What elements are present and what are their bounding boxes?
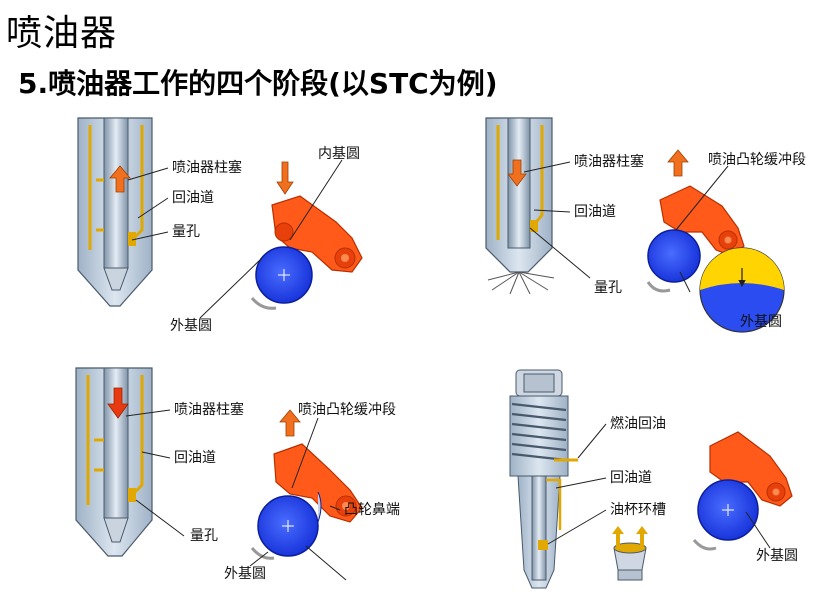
- label-return-3: 回油道: [174, 450, 216, 466]
- rotation-arrow-icon: [692, 539, 717, 551]
- oil-cup: [612, 526, 648, 581]
- label-outer-circle-3: 外基圆: [224, 565, 266, 582]
- label-outer-circle-2: 外基圆: [740, 313, 782, 330]
- cam-follower-3: [273, 443, 363, 523]
- rotation-arrow-icon: [646, 281, 671, 293]
- panel-2: 喷油器柱塞 回油道 喷油凸轮缓冲段 量孔 外基圆: [485, 117, 806, 333]
- label-return-2: 回油道: [574, 204, 616, 220]
- label-plunger-2: 喷油器柱塞: [574, 153, 644, 170]
- label-buffer-2: 喷油凸轮缓冲段: [708, 152, 806, 168]
- panel-3: 喷油器柱塞 回油道 量孔 喷油凸轮缓冲段 凸轮鼻端 外基圆: [75, 367, 400, 582]
- label-plunger-1: 喷油器柱塞: [172, 159, 242, 176]
- label-return-4: 回油道: [610, 470, 652, 486]
- page-title: 喷油器: [6, 13, 118, 54]
- label-orifice-1: 量孔: [172, 224, 200, 240]
- cam-roller-3: [257, 491, 322, 557]
- arrow-up-icon: [279, 409, 301, 437]
- arrow-down-icon: [276, 161, 294, 195]
- label-fuel-return-4: 燃油回油: [610, 415, 666, 432]
- arrow-up-icon: [109, 165, 131, 193]
- injector-body-1: [77, 117, 153, 307]
- arrow-up-icon: [667, 149, 689, 177]
- cam-roller-4: [697, 479, 759, 541]
- label-outer-circle-4: 外基圆: [756, 547, 798, 564]
- cam-profile-inset: [699, 247, 785, 333]
- label-orifice-3: 量孔: [190, 528, 218, 544]
- arrow-down-icon: [507, 159, 527, 187]
- page-subtitle: 5.喷油器工作的四个阶段(以STC为例): [18, 67, 498, 100]
- rotation-arrow-icon: [250, 297, 277, 310]
- cam-roller-2: [647, 229, 701, 283]
- fuel-spray: [487, 271, 555, 295]
- panel-4: 燃油回油 回油道 油杯环槽 外基圆: [509, 369, 798, 589]
- label-outer-circle-1: 外基圆: [170, 317, 212, 334]
- cam-roller-1: [255, 246, 313, 304]
- cam-follower-4: [709, 431, 793, 507]
- label-buffer-3: 喷油凸轮缓冲段: [298, 402, 396, 418]
- label-plunger-3: 喷油器柱塞: [174, 401, 244, 418]
- label-cam-nose-3: 凸轮鼻端: [344, 501, 400, 518]
- panel-1: 喷油器柱塞 回油道 量孔 内基圆 外基圆: [77, 117, 363, 334]
- arrow-down-icon: [107, 387, 129, 419]
- label-return-1: 回油道: [172, 190, 214, 206]
- label-inner-circle-1: 内基圆: [318, 145, 360, 162]
- label-cup-groove-4: 油杯环槽: [610, 502, 666, 518]
- injector-body-4: [509, 369, 578, 589]
- injector-body-2: [485, 117, 553, 273]
- cam-follower-1: [271, 195, 363, 273]
- label-orifice-2: 量孔: [594, 280, 622, 296]
